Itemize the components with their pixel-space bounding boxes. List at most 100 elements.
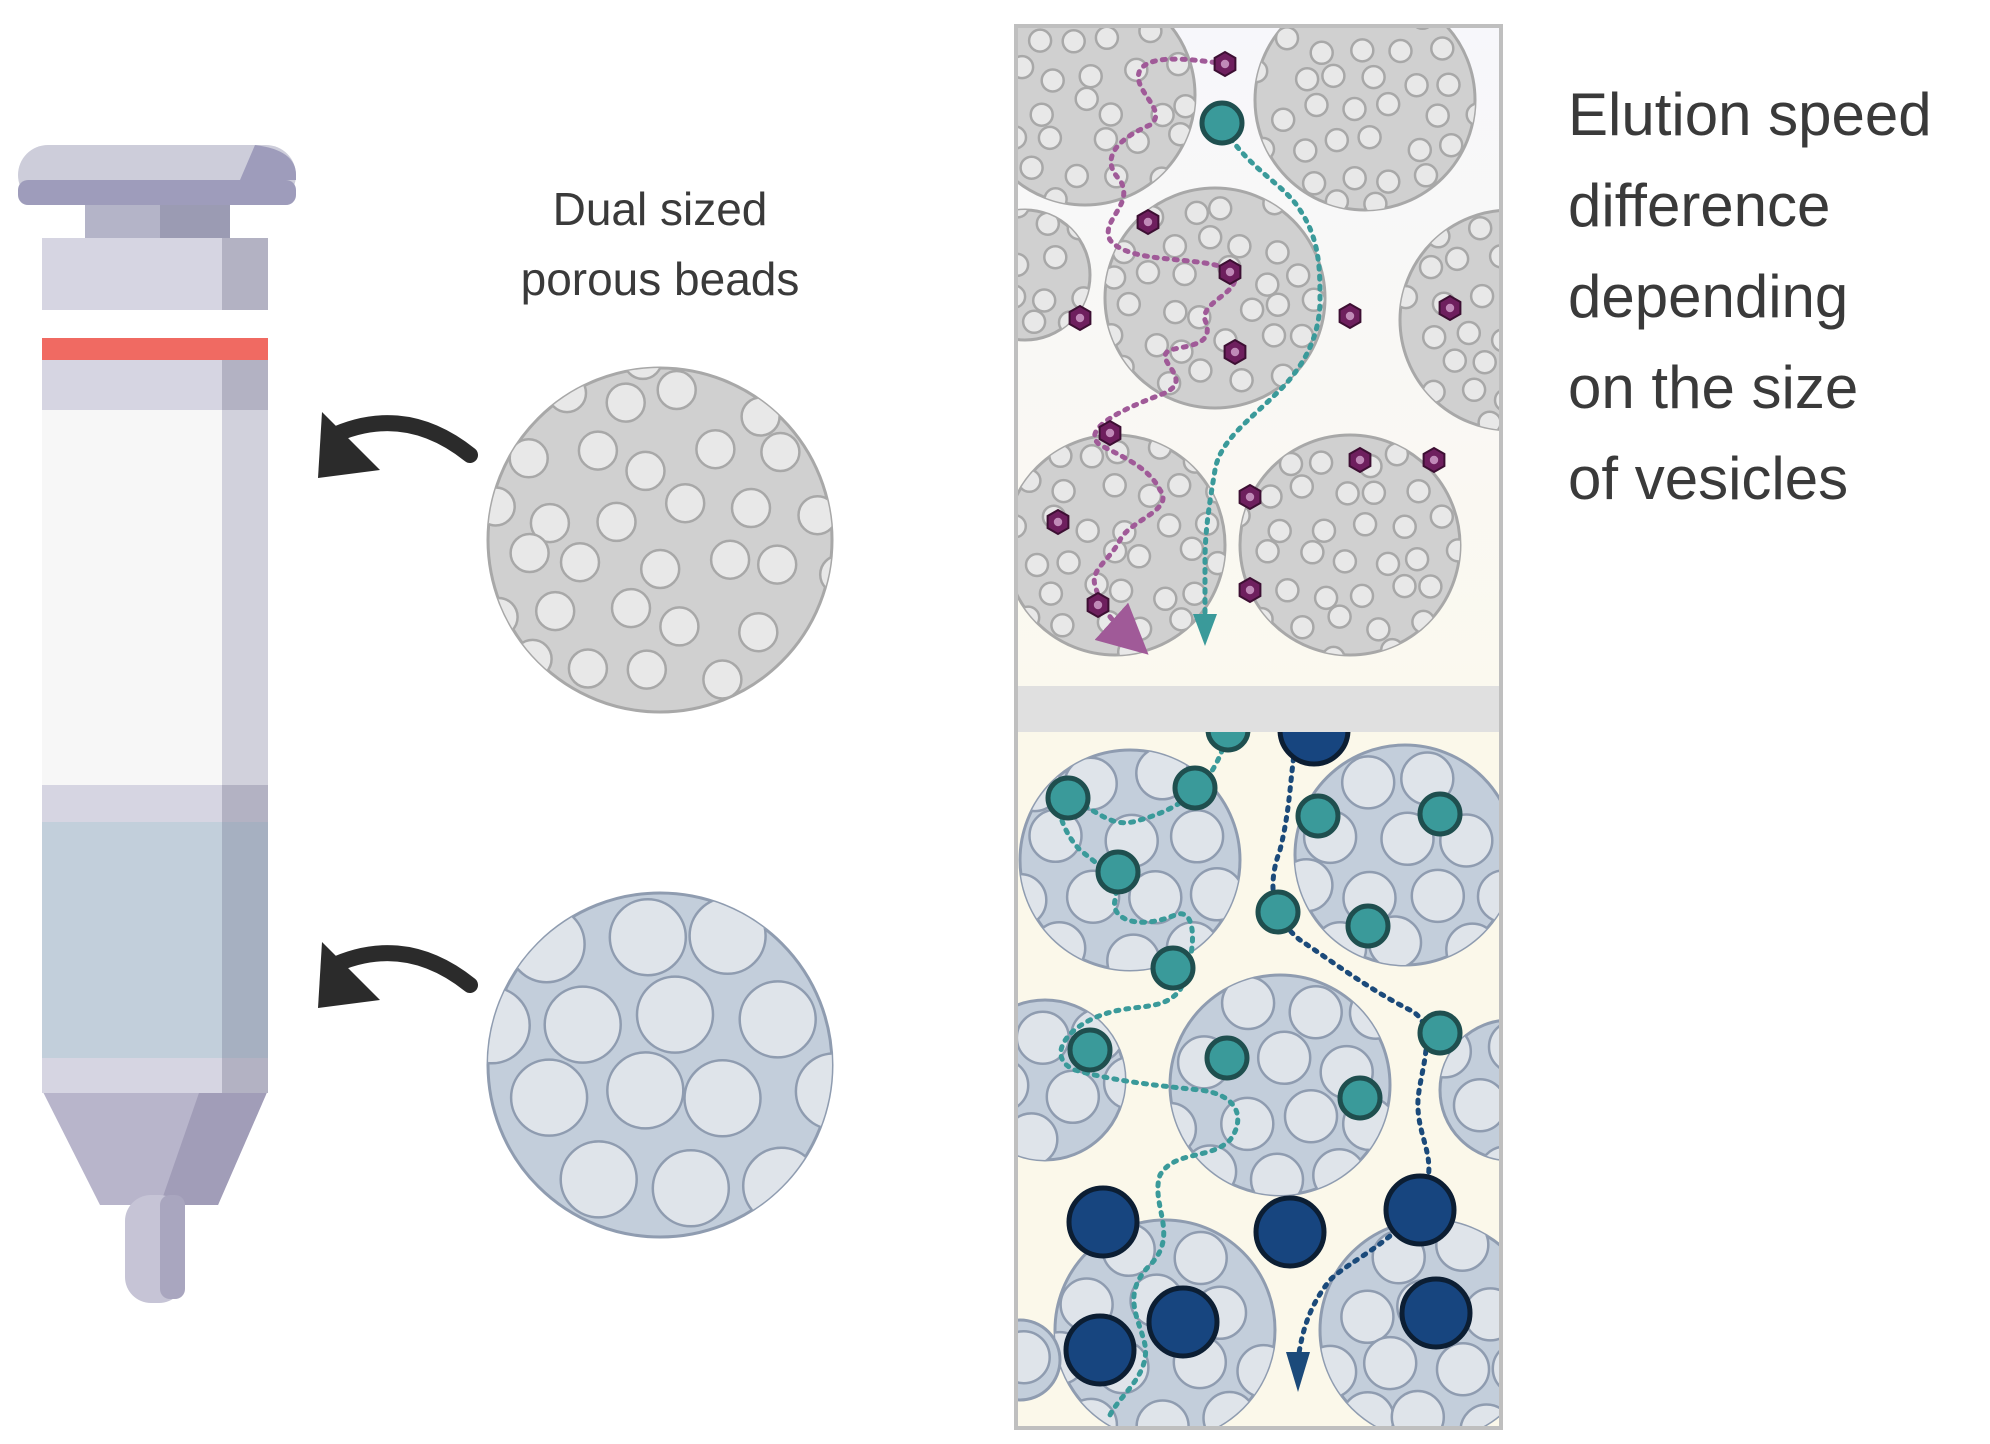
column-white-band: [42, 310, 268, 340]
pore: [509, 532, 550, 574]
pore: [1064, 163, 1090, 189]
pore: [1342, 96, 1367, 122]
column-red-band: [42, 338, 268, 360]
pore: [1418, 574, 1443, 599]
pore: [1172, 261, 1197, 287]
beads-caption-line-2: porous beads: [521, 253, 800, 305]
pore: [1410, 868, 1466, 924]
pore: [1540, 252, 1562, 274]
pore: [1510, 410, 1532, 432]
pore: [1290, 614, 1315, 640]
pore: [1261, 323, 1287, 348]
pore: [1288, 984, 1343, 1040]
pore: [1436, 72, 1461, 97]
pore: [1265, 292, 1291, 317]
pore: [1442, 348, 1468, 373]
pore: [559, 1140, 638, 1219]
pore: [709, 539, 751, 580]
small-particle-path: [1091, 56, 1238, 655]
medium-vesicle: [1255, 889, 1301, 935]
small-pore-bead: [486, 366, 834, 714]
pore: [738, 980, 817, 1059]
pore: [1098, 102, 1124, 127]
column-cross-section-frame: [1014, 24, 1503, 1430]
large-vesicle: [1063, 1313, 1137, 1387]
pore: [1388, 38, 1413, 64]
medium-vesicle: [1045, 775, 1091, 821]
pore: [1239, 297, 1265, 322]
pore: [1050, 613, 1075, 638]
pore: [1182, 581, 1207, 606]
pore: [1313, 585, 1339, 611]
pore: [1472, 349, 1497, 375]
pore: [1166, 473, 1192, 498]
pore: [1094, 26, 1120, 51]
pore: [1476, 869, 1501, 924]
pore: [1018, 1, 1040, 23]
pore: [1392, 514, 1417, 540]
large-vesicle: [1383, 1173, 1457, 1247]
pore: [1407, 137, 1433, 163]
pore: [1126, 544, 1152, 569]
pore: [559, 541, 601, 583]
pore: [664, 482, 706, 524]
pore: [1532, 393, 1554, 415]
pore: [543, 985, 622, 1064]
pore: [639, 548, 681, 590]
pore: [1275, 578, 1300, 603]
medium-vesicle: [1199, 100, 1245, 146]
pore: [968, 247, 990, 269]
pore: [1024, 552, 1050, 578]
pore: [507, 904, 586, 984]
small-pore-bead: [1253, 0, 1477, 212]
pore: [1547, 360, 1569, 382]
pore: [1293, 138, 1318, 163]
medium-vesicle: [1205, 732, 1251, 753]
pore: [1488, 244, 1501, 269]
pore: [1304, 92, 1329, 118]
pore: [567, 648, 609, 689]
pore: [1258, 484, 1283, 509]
pore: [1029, 102, 1054, 127]
pore: [1342, 165, 1367, 191]
elution-line-3: depending: [1568, 263, 1848, 330]
large-vesicle: [1277, 732, 1351, 767]
large-vesicle: [1253, 1195, 1327, 1269]
pore: [1296, 0, 1318, 22]
pore: [1038, 581, 1064, 606]
medium-vesicle: [1337, 1075, 1383, 1121]
pore: [1289, 474, 1315, 499]
large-pore-column-panel: [1016, 732, 1501, 1428]
pore: [1418, 254, 1444, 280]
pore: [756, 544, 798, 585]
pore: [1327, 604, 1352, 629]
pore: [1340, 1289, 1395, 1345]
pore: [1321, 63, 1346, 89]
beads-caption-line-1: Dual sized: [553, 183, 768, 235]
pore: [1390, 1389, 1446, 1428]
pore: [1016, 1329, 1051, 1385]
pore: [1309, 40, 1334, 66]
pore: [1456, 320, 1482, 346]
pore: [1135, 260, 1161, 285]
pore: [1137, 483, 1163, 508]
pore: [1229, 367, 1254, 393]
pore: [1078, 63, 1103, 89]
pore: [1037, 125, 1063, 151]
pore: [1335, 481, 1360, 506]
pore: [1375, 91, 1401, 117]
medium-vesicle: [1172, 765, 1218, 811]
pore: [760, 431, 801, 473]
pore: [1452, 1077, 1501, 1133]
pore: [1332, 549, 1358, 574]
pore: [625, 450, 666, 492]
pore: [1350, 38, 1375, 63]
pore: [1324, 127, 1350, 153]
medium-vesicle: [1067, 1027, 1113, 1073]
pore: [1016, 514, 1028, 539]
pore: [606, 1051, 685, 1130]
pore: [1308, 450, 1334, 475]
pore: [1278, 451, 1304, 477]
elution-line-4: on the size: [1568, 354, 1858, 421]
pore: [1016, 125, 1028, 150]
